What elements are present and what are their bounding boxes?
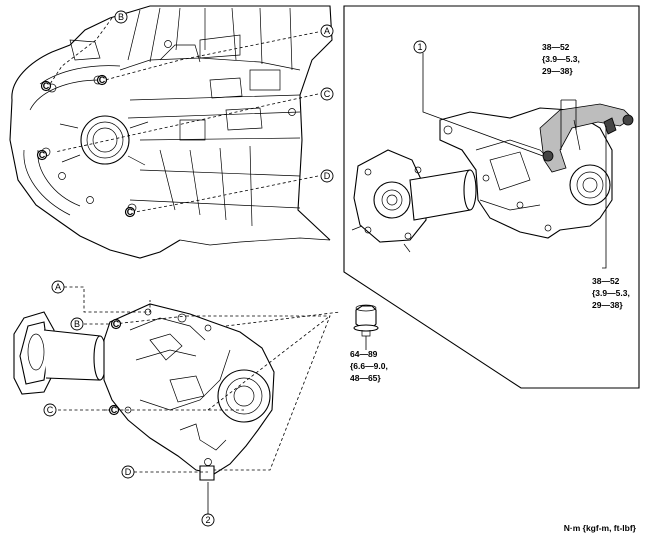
bolt-marker-c: C <box>108 404 120 416</box>
bolt-marker-c: C <box>124 206 136 218</box>
bolt-marker-c: C <box>36 149 48 161</box>
svg-text:2: 2 <box>205 515 210 525</box>
callout-c-upper: C <box>320 87 334 101</box>
svg-text:D: D <box>324 171 331 181</box>
bolt-marker-c: C <box>40 80 52 92</box>
svg-text:38—52: 38—52 <box>592 276 620 286</box>
torque-spec-bracket-upper: 38—52 {3.9—5.3, 29—38} <box>542 42 580 76</box>
svg-text:{3.9—5.3,: {3.9—5.3, <box>592 288 630 298</box>
svg-text:B: B <box>118 12 124 22</box>
callout-c-lower: C <box>43 403 57 417</box>
svg-text:{3.9—5.3,: {3.9—5.3, <box>542 54 580 64</box>
svg-text:29—38}: 29—38} <box>542 66 573 76</box>
svg-text:C: C <box>111 405 118 415</box>
bolt-marker-c: C <box>110 318 122 330</box>
svg-text:B: B <box>74 319 80 329</box>
svg-text:1: 1 <box>417 42 422 52</box>
callout-b-lower: B <box>70 317 84 331</box>
transfer-detail-illustration <box>351 53 634 269</box>
detail-view-frame <box>343 5 640 389</box>
torque-unit-label: N·m {kgf-m, ft-lbf} <box>564 523 637 533</box>
svg-text:29—38}: 29—38} <box>592 300 623 310</box>
callout-a-lower: A <box>51 280 65 294</box>
transaxle-case-illustration <box>9 5 333 259</box>
svg-text:C: C <box>39 150 46 160</box>
svg-text:A: A <box>324 26 330 36</box>
svg-text:D: D <box>125 467 132 477</box>
transfer-assembly-illustration <box>13 286 341 514</box>
svg-text:{6.6—9.0,: {6.6—9.0, <box>350 361 388 371</box>
svg-text:A: A <box>55 282 61 292</box>
callout-d-upper: D <box>320 169 334 183</box>
bolt-illustration <box>353 304 379 350</box>
callout-item-1-detail: 1 <box>413 40 427 54</box>
svg-text:64—89: 64—89 <box>350 349 378 359</box>
svg-text:C: C <box>43 81 50 91</box>
svg-text:C: C <box>113 319 120 329</box>
torque-spec-bracket-lower: 38—52 {3.9—5.3, 29—38} <box>592 276 630 310</box>
callout-b-upper: B <box>114 10 128 24</box>
torque-spec-bolt: 64—89 {6.6—9.0, 48—65} <box>350 349 388 383</box>
svg-text:C: C <box>127 207 134 217</box>
svg-text:C: C <box>99 75 106 85</box>
svg-text:C: C <box>47 405 54 415</box>
callout-item-2: 2 <box>201 513 215 527</box>
bolt-marker-c: C <box>96 74 108 86</box>
svg-text:38—52: 38—52 <box>542 42 570 52</box>
svg-text:C: C <box>324 89 331 99</box>
callout-a-upper: A <box>320 24 334 38</box>
svg-text:48—65}: 48—65} <box>350 373 381 383</box>
callout-d-lower: D <box>121 465 135 479</box>
